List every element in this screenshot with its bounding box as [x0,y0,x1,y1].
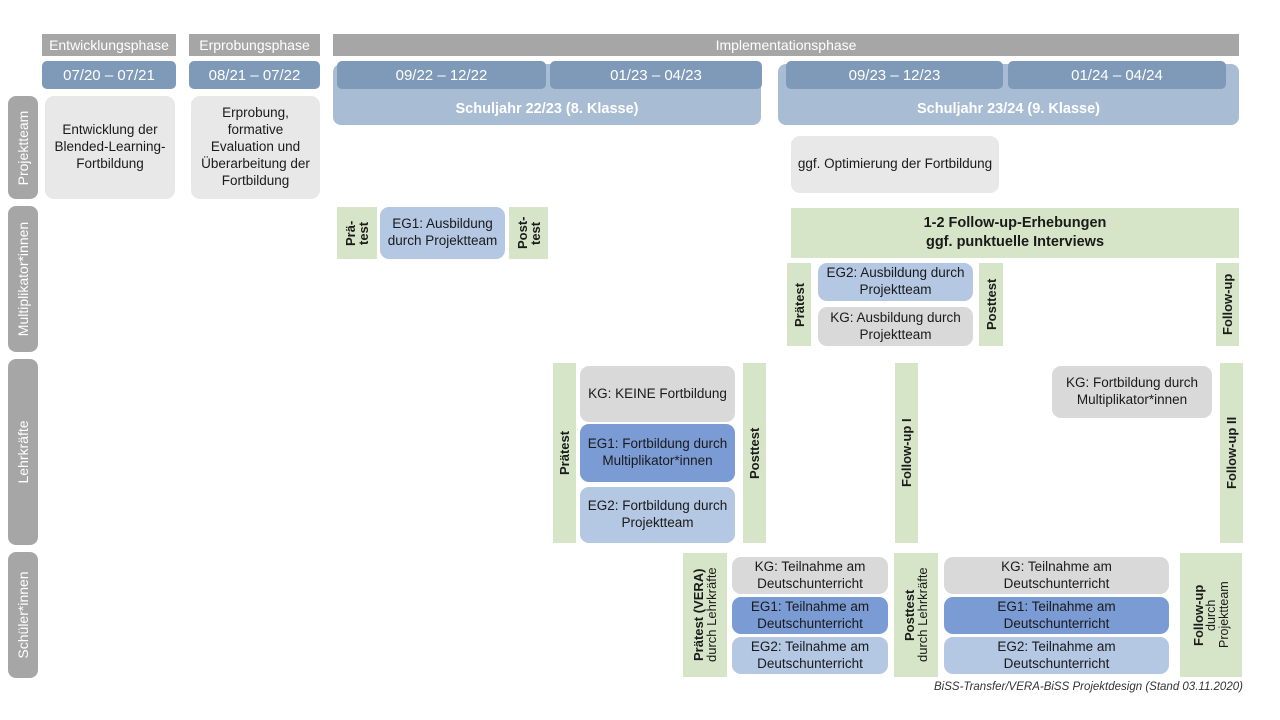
footer-caption: BiSS-Transfer/VERA-BiSS Projektdesign (S… [934,681,1243,693]
lehrkraefte-eg1-card: EG1: Fortbildung durch Multiplikator*inn… [580,424,735,482]
swimlane-band-multiplikator: Multiplikator*innen [8,206,38,352]
followup-sub-1: durch [1204,599,1218,631]
card-label: Entwicklung der Blended-Learning-Fortbil… [54,122,166,171]
multiplikator-posttest-2-strip: Posttest [979,263,1003,346]
period-label: 07/20 – 07/21 [63,66,155,84]
phase-bar-implementationsphase: Implementationsphase [333,34,1239,56]
card-label: KG: Teilnahme am Deutschunterricht [1001,558,1112,591]
period-label: 09/22 – 12/22 [395,66,488,84]
period-label: 01/23 – 04/23 [610,66,702,84]
lehrkraefte-kg-card: KG: KEINE Fortbildung [580,366,735,422]
phase-label: Erprobungsphase [199,37,310,53]
period-label: 01/24 – 04/24 [1071,66,1163,84]
schueler-posttest-strip: Posttest durch Lehrkräfte [894,553,938,677]
projektteam-erprobung-card: Erprobung, formative Evaluation und Über… [191,96,320,199]
multiplikator-eg1-card: EG1: Ausbildung durch Projektteam [380,207,505,259]
schueler-followup-strip: Follow-up durch Projektteam [1180,553,1242,677]
swimlane-band-projektteam: Projektteam [8,96,38,199]
schoolyear-label: Schuljahr 23/24 (9. Klasse) [917,101,1100,117]
multiplikator-kg-card: KG: Ausbildung durch Projektteam [818,307,973,346]
card-label: EG2: Ausbildung durch Projektteam [826,265,965,297]
followup-1-label: Follow-up I [899,418,914,488]
posttest-sub: durch Lehrkräfte [915,567,930,663]
schueler-praetest-vera-strip: Prätest (VERA) durch Lehrkräfte [683,553,727,677]
card-label: EG1: Teilnahme am Deutschunterricht [997,598,1116,631]
lehrkraefte-followup-2-strip: Follow-up II [1220,363,1243,543]
period-label: 09/23 – 12/23 [848,66,941,84]
swimlane-band-schueler: Schüler*innen [8,552,38,678]
praetest-label: Prätest [557,430,572,476]
posttest-line-1: Post- [514,216,530,250]
multiplikator-followup-banner: 1-2 Follow-up-Erhebungen ggf. punktuelle… [791,208,1239,258]
period-box-4: 09/23 – 12/23 [786,61,1003,89]
banner-line-1: 1-2 Follow-up-Erhebungen [923,215,1107,232]
lehrkraefte-eg2-card: EG2: Fortbildung durch Projektteam [580,487,735,543]
schueler-kg-card-1: KG: Teilnahme am Deutschunterricht [732,557,888,594]
phase-bar-entwicklungsphase: Entwicklungsphase [42,34,176,56]
schueler-kg-card-2: KG: Teilnahme am Deutschunterricht [944,557,1169,594]
schueler-eg2-card-2: EG2: Teilnahme am Deutschunterricht [944,637,1169,674]
schueler-eg1-card-1: EG1: Teilnahme am Deutschunterricht [732,597,888,634]
swimlane-label: Lehrkräfte [15,420,31,484]
projektteam-optimierung-card: ggf. Optimierung der Fortbildung [791,136,999,193]
followup-label: Follow-up [1220,273,1235,336]
multiplikator-followup-strip: Follow-up [1216,263,1239,346]
period-box-1: 08/21 – 07/22 [189,61,320,89]
card-label: KG: Fortbildung durch Multiplikator*inne… [1065,375,1199,407]
period-box-2: 09/22 – 12/22 [337,61,546,89]
card-label: KG: Ausbildung durch Projektteam [830,309,961,342]
period-box-0: 07/20 – 07/21 [42,61,176,89]
praetest-vera-sub: durch Lehrkräfte [704,567,719,663]
praetest-line-2: test [356,221,371,245]
card-label: EG2: Fortbildung durch Projektteam [587,498,728,530]
followup-sub-2: Projektteam [1216,581,1231,649]
swimlane-band-lehrkraefte: Lehrkräfte [8,359,38,545]
schoolyear-label: Schuljahr 22/23 (8. Klasse) [455,101,639,117]
praetest-label: Prätest [791,282,807,327]
period-box-5: 01/24 – 04/24 [1008,61,1226,89]
card-label: EG2: Teilnahme am Deutschunterricht [750,638,870,671]
swimlane-label: Multiplikator*innen [15,221,31,337]
phase-label: Entwicklungsphase [49,37,169,53]
multiplikator-praetest-2-strip: Prätest [787,263,811,346]
lehrkraefte-kg-card-2: KG: Fortbildung durch Multiplikator*inne… [1052,366,1212,418]
card-label: EG2: Teilnahme am Deutschunterricht [997,638,1116,671]
card-label: EG1: Ausbildung durch Projektteam [387,216,498,248]
swimlane-label: Projektteam [15,110,31,185]
banner-line-2: ggf. punktuelle Interviews [925,234,1105,250]
phase-label: Implementationsphase [715,37,857,53]
lehrkraefte-followup-1-strip: Follow-up I [895,363,918,543]
posttest-label: Posttest [747,427,762,479]
multiplikator-praetest-1-strip: Prä- test [337,207,377,259]
schueler-eg2-card-1: EG2: Teilnahme am Deutschunterricht [732,637,888,674]
projektteam-entwicklung-card: Entwicklung der Blended-Learning-Fortbil… [45,96,175,199]
posttest-label: Posttest [983,278,999,331]
multiplikator-posttest-1-strip: Post- test [509,207,548,259]
phase-bar-erprobungsphase: Erprobungsphase [189,34,320,56]
period-label: 08/21 – 07/22 [208,66,301,84]
card-label: ggf. Optimierung der Fortbildung [797,156,993,172]
followup-2-label: Follow-up II [1224,416,1239,490]
card-label: KG: Teilnahme am Deutschunterricht [754,558,866,591]
card-label: EG1: Fortbildung durch Multiplikator*inn… [587,436,728,468]
card-label: Erprobung, formative Evaluation und Über… [201,105,310,188]
card-label: EG1: Teilnahme am Deutschunterricht [750,598,870,631]
lehrkraefte-praetest-strip: Prätest [553,363,576,543]
swimlane-label: Schüler*innen [15,571,31,659]
period-box-3: 01/23 – 04/23 [550,61,762,89]
multiplikator-eg2-card: EG2: Ausbildung durch Projektteam [818,263,973,301]
schueler-eg1-card-2: EG1: Teilnahme am Deutschunterricht [944,597,1169,634]
footer-text: BiSS-Transfer/VERA-BiSS Projektdesign (S… [934,681,1243,693]
posttest-line-2: test [527,221,543,245]
card-label: KG: KEINE Fortbildung [588,385,727,401]
lehrkraefte-posttest-strip: Posttest [743,363,766,543]
